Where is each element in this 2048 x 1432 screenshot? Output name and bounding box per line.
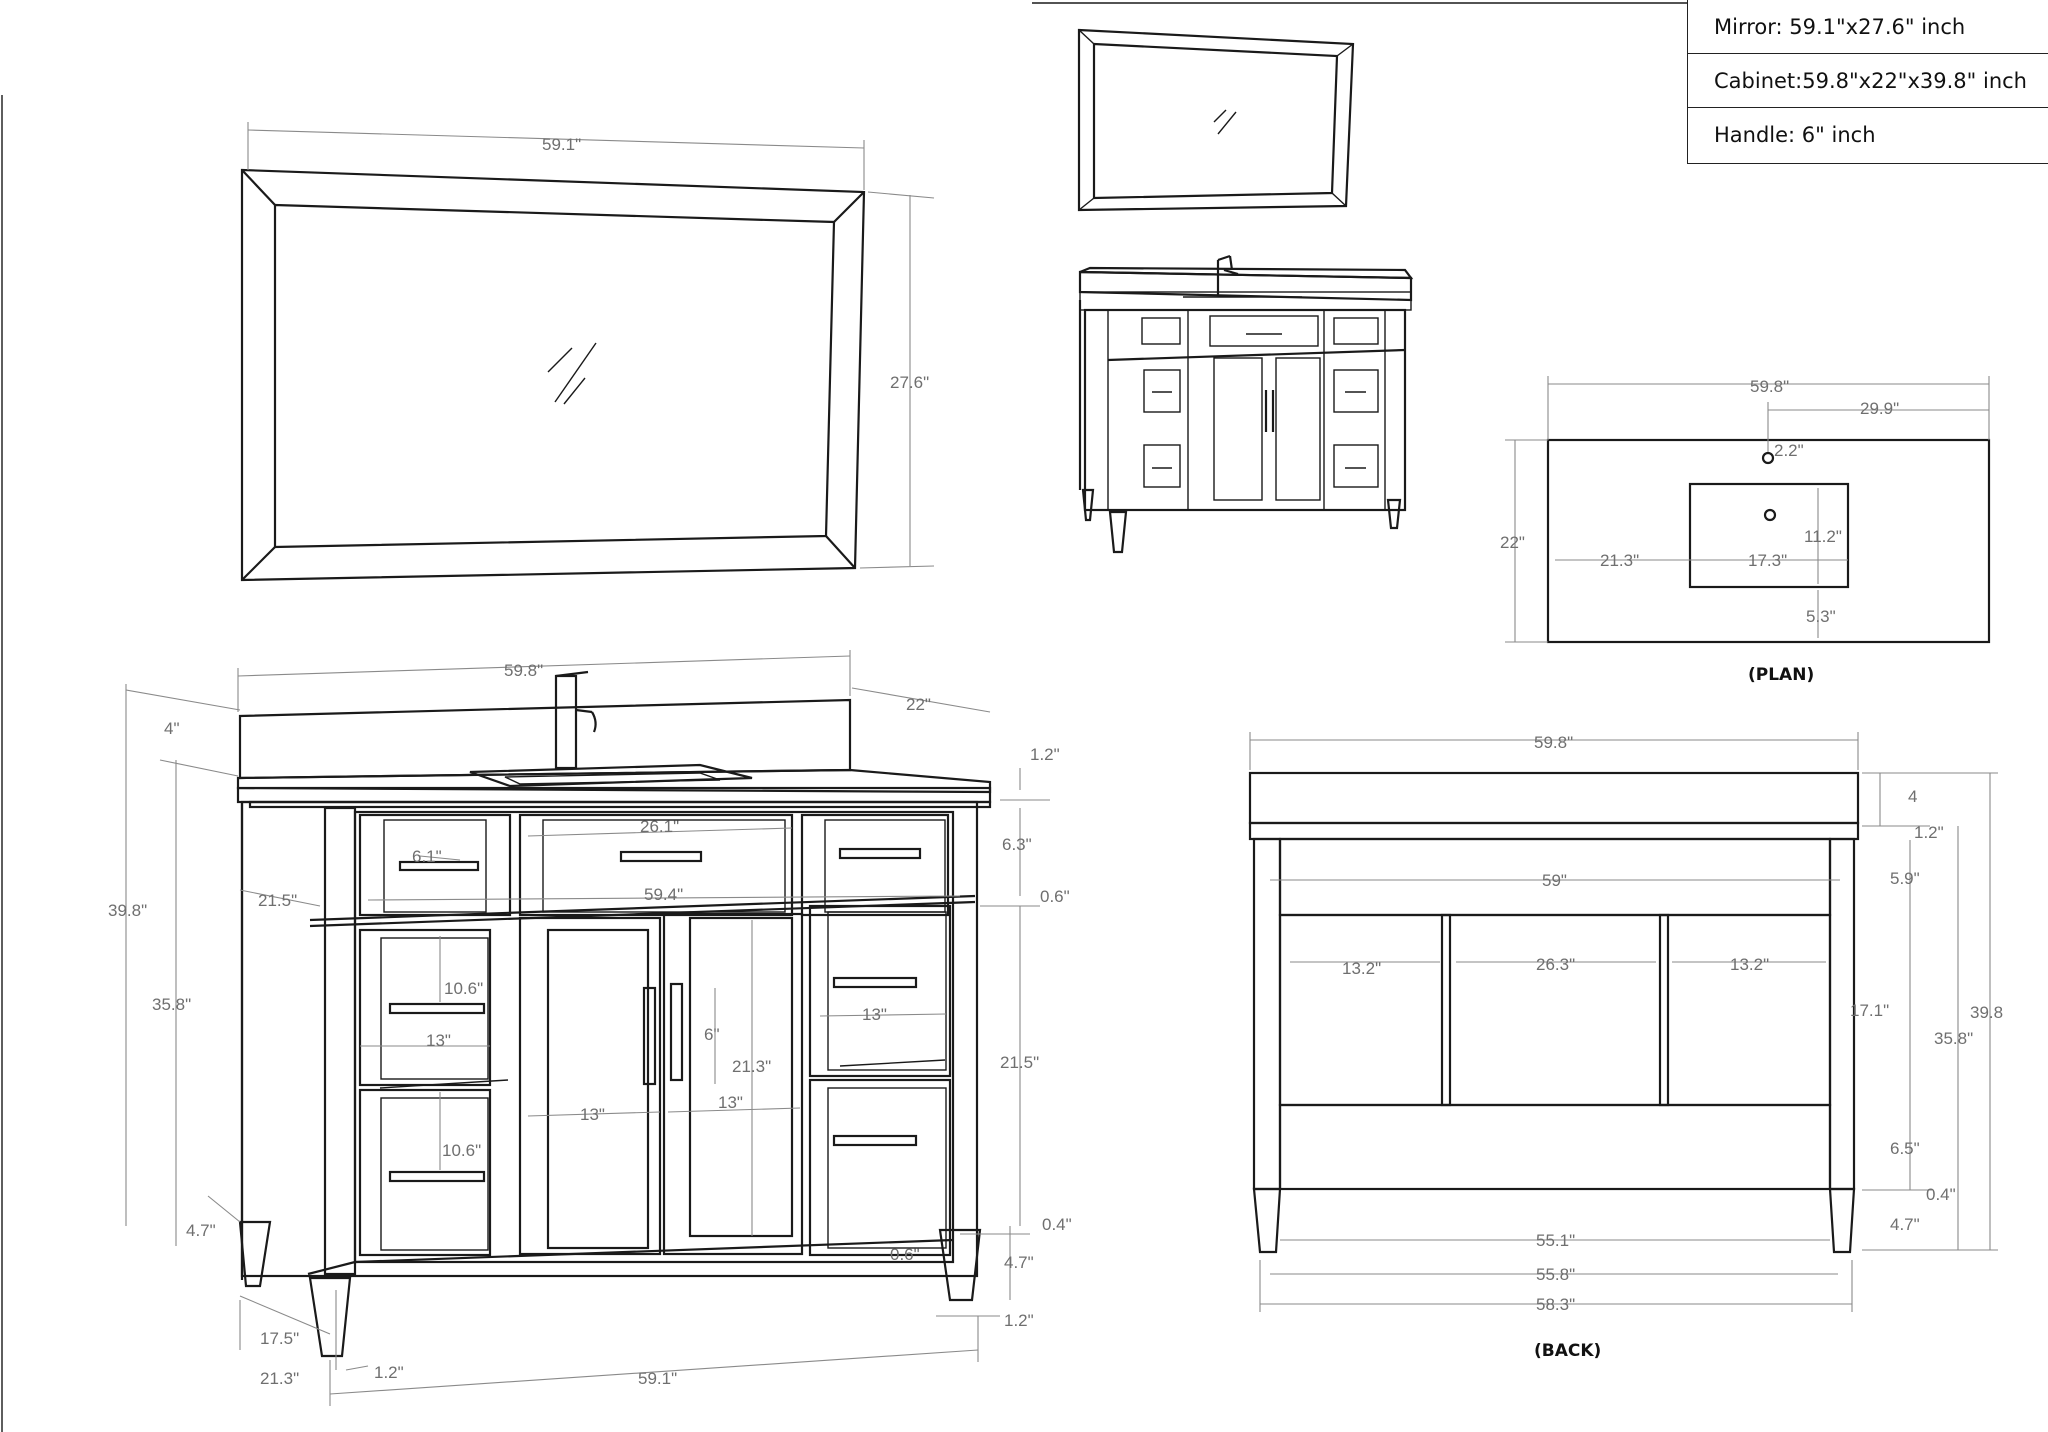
spec-table: Mirror: 59.1"x27.6" inch Cabinet:59.8"x2…	[1687, 0, 2048, 164]
front-gap-06-label: 0.6"	[890, 1245, 920, 1264]
front-width-13-a: 13"	[426, 1031, 451, 1050]
back-open-label: 17.1"	[1850, 1001, 1889, 1020]
back-leg-label: 4.7"	[1890, 1215, 1920, 1234]
front-lower-height-label: 21.5"	[1000, 1053, 1039, 1072]
back-base-a-label: 55.1"	[1536, 1231, 1575, 1250]
mirror-dimensions	[247, 122, 935, 569]
plan-sink-height-label: 11.2"	[1804, 527, 1842, 546]
spec-handle: Handle: 6" inch	[1714, 123, 1876, 147]
front-depth-label: 22"	[906, 695, 931, 714]
front-drawer-a-label: 10.6"	[444, 979, 483, 998]
front-backsplash-label: 4"	[164, 719, 180, 738]
front-side-a-label: 17.5"	[260, 1329, 299, 1348]
front-sink-width-label: 26.1"	[640, 817, 679, 836]
back-top-label: 1.2"	[1914, 823, 1944, 842]
front-drawer-b-label: 10.6"	[442, 1141, 481, 1160]
back-base-c-label: 58.3"	[1536, 1295, 1575, 1314]
mirror-width-label: 59.1"	[542, 135, 581, 154]
back-bay-mid-label: 26.3"	[1536, 955, 1575, 974]
back-lower-label: 6.5"	[1890, 1139, 1920, 1158]
plan-depth-label: 22"	[1500, 533, 1525, 552]
back-width-label: 59.8"	[1534, 733, 1573, 752]
plan-sink-width-label: 17.3"	[1748, 551, 1787, 570]
plan-left-label: 21.3"	[1600, 551, 1639, 570]
small-vanity-drawing	[1078, 254, 1414, 554]
front-rail-label: 0.6"	[1040, 887, 1070, 906]
back-gap-label: 0.4"	[1926, 1185, 1956, 1204]
plan-hole-label: 2.2"	[1774, 441, 1804, 460]
plan-drawing	[1546, 438, 1991, 644]
back-bay-left-label: 13.2"	[1342, 959, 1381, 978]
front-small-drawer-label: 6.1"	[412, 847, 442, 866]
small-mirror-drawing	[1077, 28, 1355, 212]
back-vanity-drawing	[1248, 771, 1860, 1254]
front-body-height-label: 35.8"	[152, 995, 191, 1014]
back-total-label: 39.8	[1970, 1003, 2003, 1022]
front-width-label: 59.8"	[504, 661, 543, 680]
front-handle-label: 6"	[704, 1025, 720, 1044]
plan-dimensions	[1505, 376, 1990, 643]
front-leg-b-label: 4.7"	[1004, 1253, 1034, 1272]
front-vanity-drawing	[236, 670, 992, 1358]
front-leg-width-label: 1.2"	[374, 1363, 404, 1382]
front-total-height-label: 39.8"	[108, 901, 147, 920]
spec-cabinet: Cabinet:59.8"x22"x39.8" inch	[1688, 54, 2048, 108]
back-caption: (BACK)	[1534, 1341, 1601, 1361]
front-bottom-width-label: 59.1"	[638, 1369, 677, 1388]
spec-mirror: Mirror: 59.1"x27.6" inch	[1688, 0, 2048, 54]
back-base-b-label: 55.8"	[1536, 1265, 1575, 1284]
plan-front-label: 5.3"	[1806, 607, 1836, 626]
front-inner-width-label: 59.4"	[644, 885, 683, 904]
back-inner-label: 59"	[1542, 871, 1567, 890]
front-side-b-label: 21.3"	[260, 1369, 299, 1388]
plan-caption: (PLAN)	[1748, 665, 1814, 685]
front-side-depth-label: 21.5"	[258, 891, 297, 910]
front-leg-width-2-label: 1.2"	[1004, 1311, 1034, 1330]
front-width-13-d: 13"	[862, 1005, 887, 1024]
front-width-13-c: 13"	[718, 1093, 743, 1112]
back-rail-label: 5.9"	[1890, 869, 1920, 888]
front-leg-a-label: 4.7"	[186, 1221, 216, 1240]
mirror-drawing	[240, 168, 866, 582]
front-drawer-height-label: 6.3"	[1002, 835, 1032, 854]
back-dimensions	[1249, 732, 1998, 1312]
back-backsplash-label: 4	[1908, 787, 1917, 806]
front-gap-04-label: 0.4"	[1042, 1215, 1072, 1234]
back-bay-right-label: 13.2"	[1730, 955, 1769, 974]
front-width-13-b: 13"	[580, 1105, 605, 1124]
mirror-height-label: 27.6"	[890, 373, 929, 392]
back-body-label: 35.8"	[1934, 1029, 1973, 1048]
front-top-thickness-label: 1.2"	[1030, 745, 1060, 764]
front-dimensions	[125, 650, 1050, 1406]
plan-width-label: 59.8"	[1750, 377, 1789, 396]
front-door-height-label: 21.3"	[732, 1057, 771, 1076]
plan-half-label: 29.9"	[1860, 399, 1899, 418]
